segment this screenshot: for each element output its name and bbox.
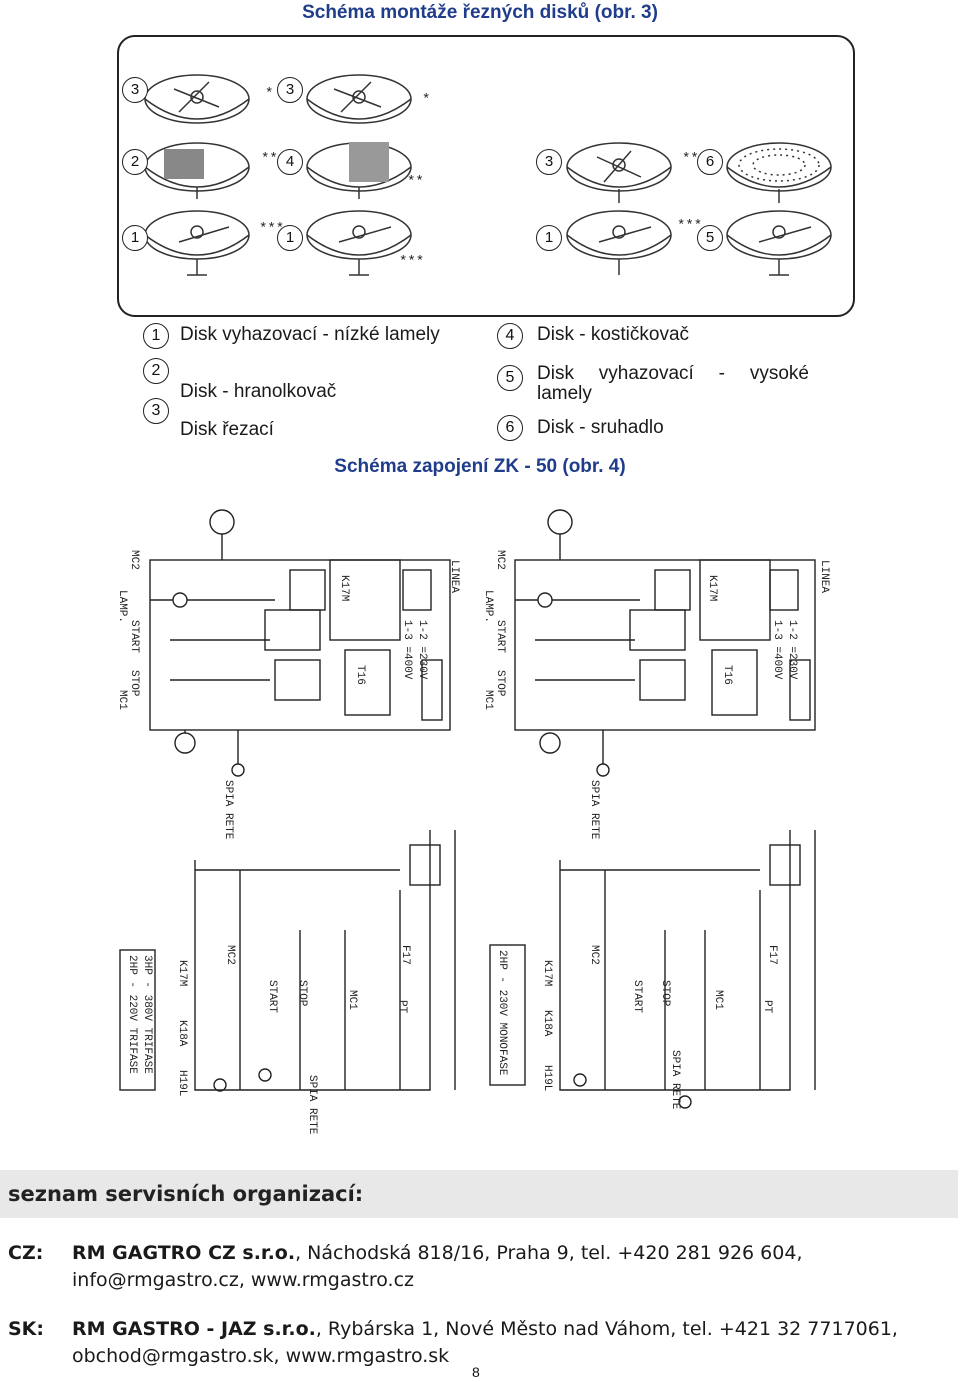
- wiring-label: K17M: [541, 960, 553, 986]
- legend-text: Disk - kostičkovač: [537, 324, 690, 345]
- company-address-sk: , Rybárska 1, Nové Město nad Váhom, tel.…: [315, 1318, 898, 1340]
- country-code-cz: CZ:: [8, 1242, 44, 1264]
- country-code-sk: SK:: [8, 1318, 45, 1340]
- wiring-label: START: [128, 620, 140, 653]
- wiring-label: H19L: [176, 1070, 188, 1096]
- wiring-label: PT: [761, 1000, 773, 1014]
- wiring-label: K17M: [338, 575, 350, 601]
- wiring-label: STOP: [128, 670, 140, 697]
- legend-number: 6: [497, 415, 523, 441]
- wiring-label: SPIA RETE: [588, 780, 600, 840]
- wiring-label: K17M: [706, 575, 718, 601]
- disc-number: 3: [536, 149, 562, 175]
- disc-number: 6: [697, 149, 723, 175]
- legend-number: 2: [143, 358, 169, 384]
- page-number: 8: [472, 1364, 480, 1380]
- legend-number: 5: [497, 365, 523, 391]
- wiring-label: MC1: [116, 690, 128, 710]
- page-title: Schéma montáže řezných disků (obr. 3): [302, 2, 658, 23]
- disc-number: 3: [277, 77, 303, 103]
- disc-assembly-figure: ** ****** ********* 3 3 2 4 3 6 1 1 1 5: [117, 35, 855, 317]
- wiring-label: MC2: [128, 550, 140, 570]
- wiring-label: 2HP - 220V TRIFASE: [126, 955, 138, 1074]
- service-sk: RM GASTRO - JAZ s.r.o., Rybárska 1, Nové…: [72, 1316, 952, 1370]
- disc-number: 2: [122, 149, 148, 175]
- wiring-title: Schéma zapojení ZK - 50 (obr. 4): [334, 456, 626, 477]
- wiring-label: MC2: [588, 945, 600, 965]
- wiring-label: T16: [721, 665, 733, 685]
- wiring-label: MC2: [494, 550, 506, 570]
- service-heading: seznam servisních organizací:: [8, 1182, 364, 1206]
- disc-number: 5: [697, 225, 723, 251]
- wiring-label: 2HP - 230V MONOFASE: [496, 950, 508, 1076]
- legend-number: 4: [497, 323, 523, 349]
- svg-text:*: *: [422, 92, 430, 108]
- svg-text:*: *: [265, 86, 273, 102]
- wiring-label: SPIA RETE: [306, 1075, 318, 1135]
- wiring-label: STOP: [494, 670, 506, 697]
- wiring-label: MC1: [482, 690, 494, 710]
- wiring-label: MC1: [346, 990, 358, 1010]
- legend-text: Disk vyhazovací - vysoké lamely: [537, 363, 809, 404]
- company-address-cz: , Náchodská 818/16, Praha 9, tel. +420 2…: [295, 1242, 803, 1264]
- wiring-label: START: [494, 620, 506, 653]
- company-contact-sk: obchod@rmgastro.sk, www.rmgastro.sk: [72, 1345, 450, 1367]
- wiring-label: LAMP.: [482, 590, 494, 623]
- legend-text: Disk vyhazovací - nízké lamely: [180, 324, 440, 345]
- disc-number: 3: [122, 77, 148, 103]
- company-name-cz: RM GAGTRO CZ s.r.o.: [72, 1242, 296, 1264]
- wiring-label: STOP: [296, 980, 308, 1007]
- company-name-sk: RM GASTRO - JAZ s.r.o.: [72, 1318, 316, 1340]
- wiring-label: LINEA: [818, 560, 830, 593]
- wiring-label: 1-3 =400V: [771, 620, 783, 680]
- wiring-label: 1-2 =230V: [786, 620, 798, 680]
- service-heading-band: seznam servisních organizací:: [0, 1170, 958, 1218]
- service-cz: RM GAGTRO CZ s.r.o., Náchodská 818/16, P…: [72, 1240, 952, 1294]
- wiring-label: START: [631, 980, 643, 1013]
- wiring-label: SPIA RETE: [222, 780, 234, 840]
- wiring-label: MC2: [224, 945, 236, 965]
- svg-text:**: **: [682, 151, 699, 167]
- wiring-label: F17: [399, 945, 411, 965]
- disc-number: 1: [536, 225, 562, 251]
- wiring-diagrams: K17M T16 LINEA MC2 LAMP. START STOP MC1 …: [116, 509, 830, 1135]
- svg-text:***: ***: [677, 218, 702, 234]
- legend-number: 3: [143, 398, 169, 424]
- legend-text: Disk - hranolkovač: [180, 381, 337, 402]
- wiring-label: START: [266, 980, 278, 1013]
- wiring-label: STOP: [659, 980, 671, 1007]
- svg-text:**: **: [407, 174, 424, 190]
- wiring-label: T16: [354, 665, 366, 685]
- wiring-label: 3HP - 380V TRIFASE: [141, 955, 153, 1074]
- legend-number: 1: [143, 323, 169, 349]
- wiring-label: K18A: [176, 1020, 188, 1047]
- wiring-label: LINEA: [448, 560, 460, 593]
- legend-text: Disk - sruhadlo: [537, 417, 664, 438]
- disc-number: 1: [122, 225, 148, 251]
- legend-text: Disk řezací: [180, 419, 274, 440]
- svg-text:***: ***: [399, 254, 424, 270]
- wiring-label: F17: [766, 945, 778, 965]
- company-contact-cz: info@rmgastro.cz, www.rmgastro.cz: [72, 1269, 414, 1291]
- wiring-label: PT: [396, 1000, 408, 1014]
- wiring-label: H19L: [541, 1065, 553, 1091]
- disc-number: 1: [277, 225, 303, 251]
- wiring-label: SPIA RETE: [669, 1050, 681, 1110]
- disc-number: 4: [277, 149, 303, 175]
- wiring-label: 1-2 =230V: [416, 620, 428, 680]
- wiring-label: K18A: [541, 1010, 553, 1037]
- svg-text:**: **: [261, 151, 278, 167]
- wiring-label: LAMP.: [116, 590, 128, 623]
- wiring-label: K17M: [176, 960, 188, 986]
- disc-drawings: ** ****** *********: [144, 74, 832, 276]
- wiring-label: MC1: [712, 990, 724, 1010]
- wiring-label: 1-3 =400V: [401, 620, 413, 680]
